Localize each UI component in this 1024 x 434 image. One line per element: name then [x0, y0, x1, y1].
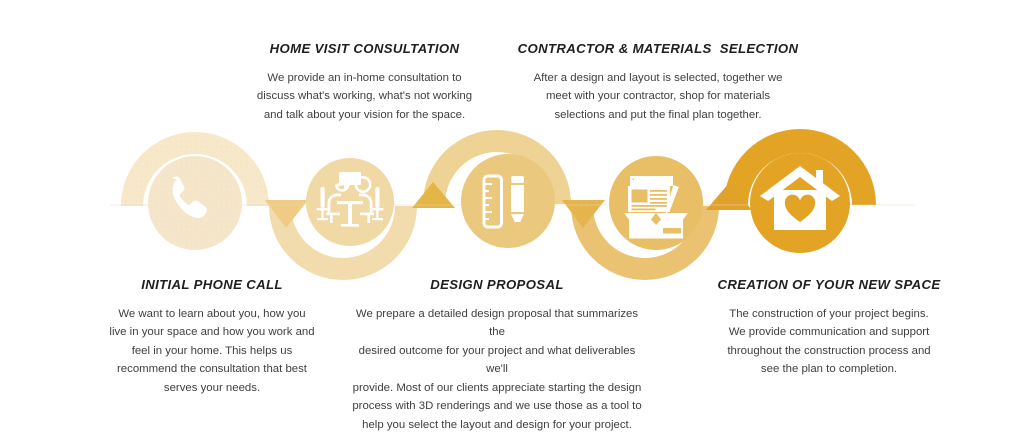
body-line: We provide communication and support: [728, 326, 930, 339]
body-line: meet with your contractor, shop for mate…: [545, 90, 771, 103]
step-icon-circle-phone: [148, 156, 242, 250]
ruler-pencil-icon: [482, 174, 524, 229]
arrow-down-3-dots: [562, 200, 605, 228]
arrow-up-2: [412, 182, 455, 208]
body-line: We provide an in-home consultation to: [267, 71, 462, 84]
step-title-home-visit-consultation: HOME VISIT CONSULTATION: [269, 41, 460, 56]
step-title-creation-of-your-new-space: CREATION OF YOUR NEW SPACE: [717, 277, 941, 292]
house-heart-icon: [760, 166, 840, 230]
body-line: recommend the consultation that best: [117, 363, 307, 376]
materials-box-blueprint-icon: [624, 176, 688, 239]
arrow-up-4: [706, 183, 752, 210]
ribbon-arc-5: [724, 129, 876, 205]
body-line: provide. Most of our clients appreciate …: [352, 381, 642, 394]
step-icon-circle-materials: [609, 156, 703, 250]
body-line: We prepare a detailed design proposal th…: [355, 307, 639, 339]
body-line: We want to learn about you, how you: [118, 307, 306, 320]
body-line: live in your space and how you work and: [109, 326, 315, 339]
step-body-design-proposal: We prepare a detailed design proposal th…: [347, 305, 647, 434]
body-line: and talk about your vision for the space…: [263, 108, 466, 121]
step-title-contractor-materials-selection: CONTRACTOR & MATERIALS SELECTION: [517, 41, 799, 56]
body-line: see the plan to completion.: [760, 363, 898, 376]
ribbon-arcs: [121, 129, 876, 280]
step-title-initial-phone-call: INITIAL PHONE CALL: [141, 277, 283, 292]
step-text-contractor-materials-selection: CONTRACTOR & MATERIALS SELECTION After a…: [508, 41, 808, 124]
serpentine-flow-diagram: [110, 129, 915, 280]
step-icon-circle-meeting: [306, 158, 394, 246]
body-line: The construction of your project begins.: [729, 307, 929, 320]
body-line: After a design and layout is selected, t…: [533, 71, 783, 84]
step-body-creation-of-your-new-space: The construction of your project begins.…: [700, 305, 958, 379]
body-line: process with 3D renderings and we use th…: [352, 400, 642, 413]
body-line: discuss what's working, what's not worki…: [256, 90, 473, 103]
step-title-design-proposal: DESIGN PROPOSAL: [430, 277, 564, 292]
step-body-initial-phone-call: We want to learn about you, how you live…: [92, 305, 332, 397]
body-line: throughout the construction process and: [727, 344, 931, 357]
step-text-initial-phone-call: INITIAL PHONE CALL We want to learn abou…: [92, 277, 332, 397]
arrow-down-1-dots: [265, 200, 308, 228]
step-text-creation-of-your-new-space: CREATION OF YOUR NEW SPACE The construct…: [700, 277, 958, 379]
step-body-home-visit-consultation: We provide an in-home consultation to di…: [232, 69, 497, 124]
step-text-design-proposal: DESIGN PROPOSAL We prepare a detailed de…: [347, 277, 647, 434]
step-text-home-visit-consultation: HOME VISIT CONSULTATION We provide an in…: [232, 41, 497, 124]
phone-icon: [172, 176, 207, 218]
body-line: selections and put the final plan togeth…: [554, 108, 762, 121]
body-line: desired outcome for your project and wha…: [358, 344, 636, 376]
body-line: feel in your home. This helps us: [131, 344, 293, 357]
step-body-contractor-materials-selection: After a design and layout is selected, t…: [508, 69, 808, 124]
process-infographic: HOME VISIT CONSULTATION We provide an in…: [92, 41, 958, 431]
body-line: serves your needs.: [163, 381, 261, 394]
meeting-people-icon: [316, 172, 384, 227]
step-icon-circle-design: [461, 154, 555, 248]
flow-arrows: [265, 182, 752, 228]
step-icon-circle-house: [750, 153, 850, 253]
